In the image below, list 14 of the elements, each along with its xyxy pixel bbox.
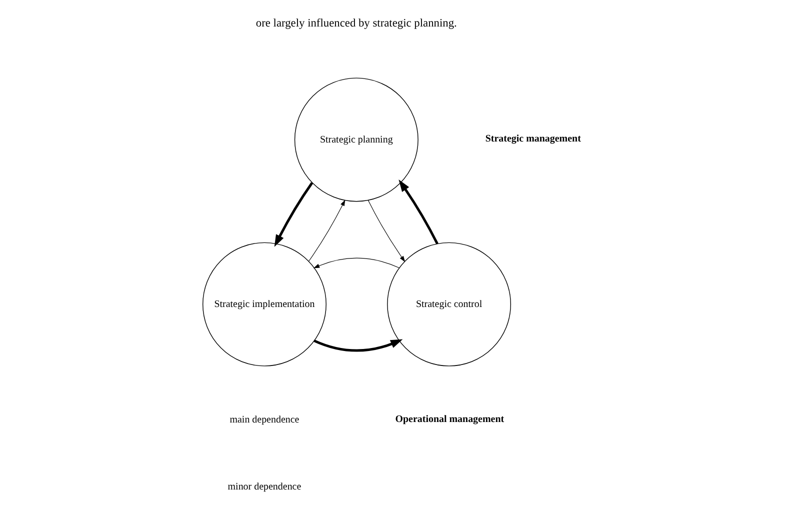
arrow	[368, 200, 406, 262]
arrow	[274, 182, 314, 247]
arrow	[398, 180, 438, 244]
arrow	[314, 339, 403, 352]
node-circle: Strategic implementation	[202, 242, 326, 366]
legend-label: minor dependence	[228, 482, 302, 493]
node-circle: Strategic planning	[294, 78, 418, 202]
arrow	[313, 258, 400, 268]
arrow	[308, 200, 346, 262]
legend-label: main dependence	[230, 414, 300, 426]
node-circle: Strategic control	[387, 242, 512, 366]
label: ore largely influenced by strategic planning.	[256, 18, 457, 30]
label: Operational management	[395, 414, 504, 426]
label: Strategic management	[485, 134, 581, 145]
